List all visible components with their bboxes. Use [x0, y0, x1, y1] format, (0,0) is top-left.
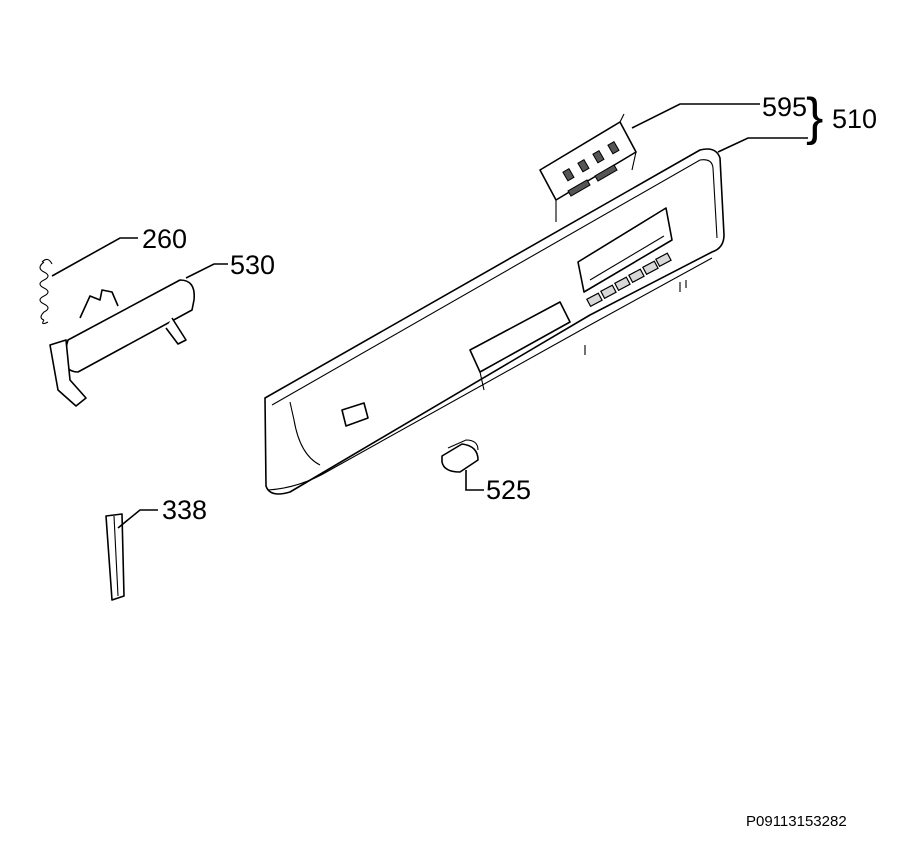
callout-530: 530 [230, 250, 275, 280]
callout-brace: } [806, 88, 823, 146]
spring [39, 258, 53, 325]
trim-strip [105, 513, 125, 601]
button-knob [441, 439, 479, 473]
door-handle [49, 279, 196, 407]
control-panel-fascia [264, 148, 725, 495]
callout-260: 260 [142, 224, 187, 254]
callout-510: 510 [832, 104, 877, 134]
callout-595: 595 [762, 92, 807, 122]
leader-lines [51, 103, 808, 529]
document-id: P09113153282 [746, 813, 847, 830]
fascia-button-row [586, 252, 672, 308]
callout-338: 338 [162, 495, 207, 525]
callout-525: 525 [486, 475, 531, 505]
circuit-board [539, 113, 637, 222]
